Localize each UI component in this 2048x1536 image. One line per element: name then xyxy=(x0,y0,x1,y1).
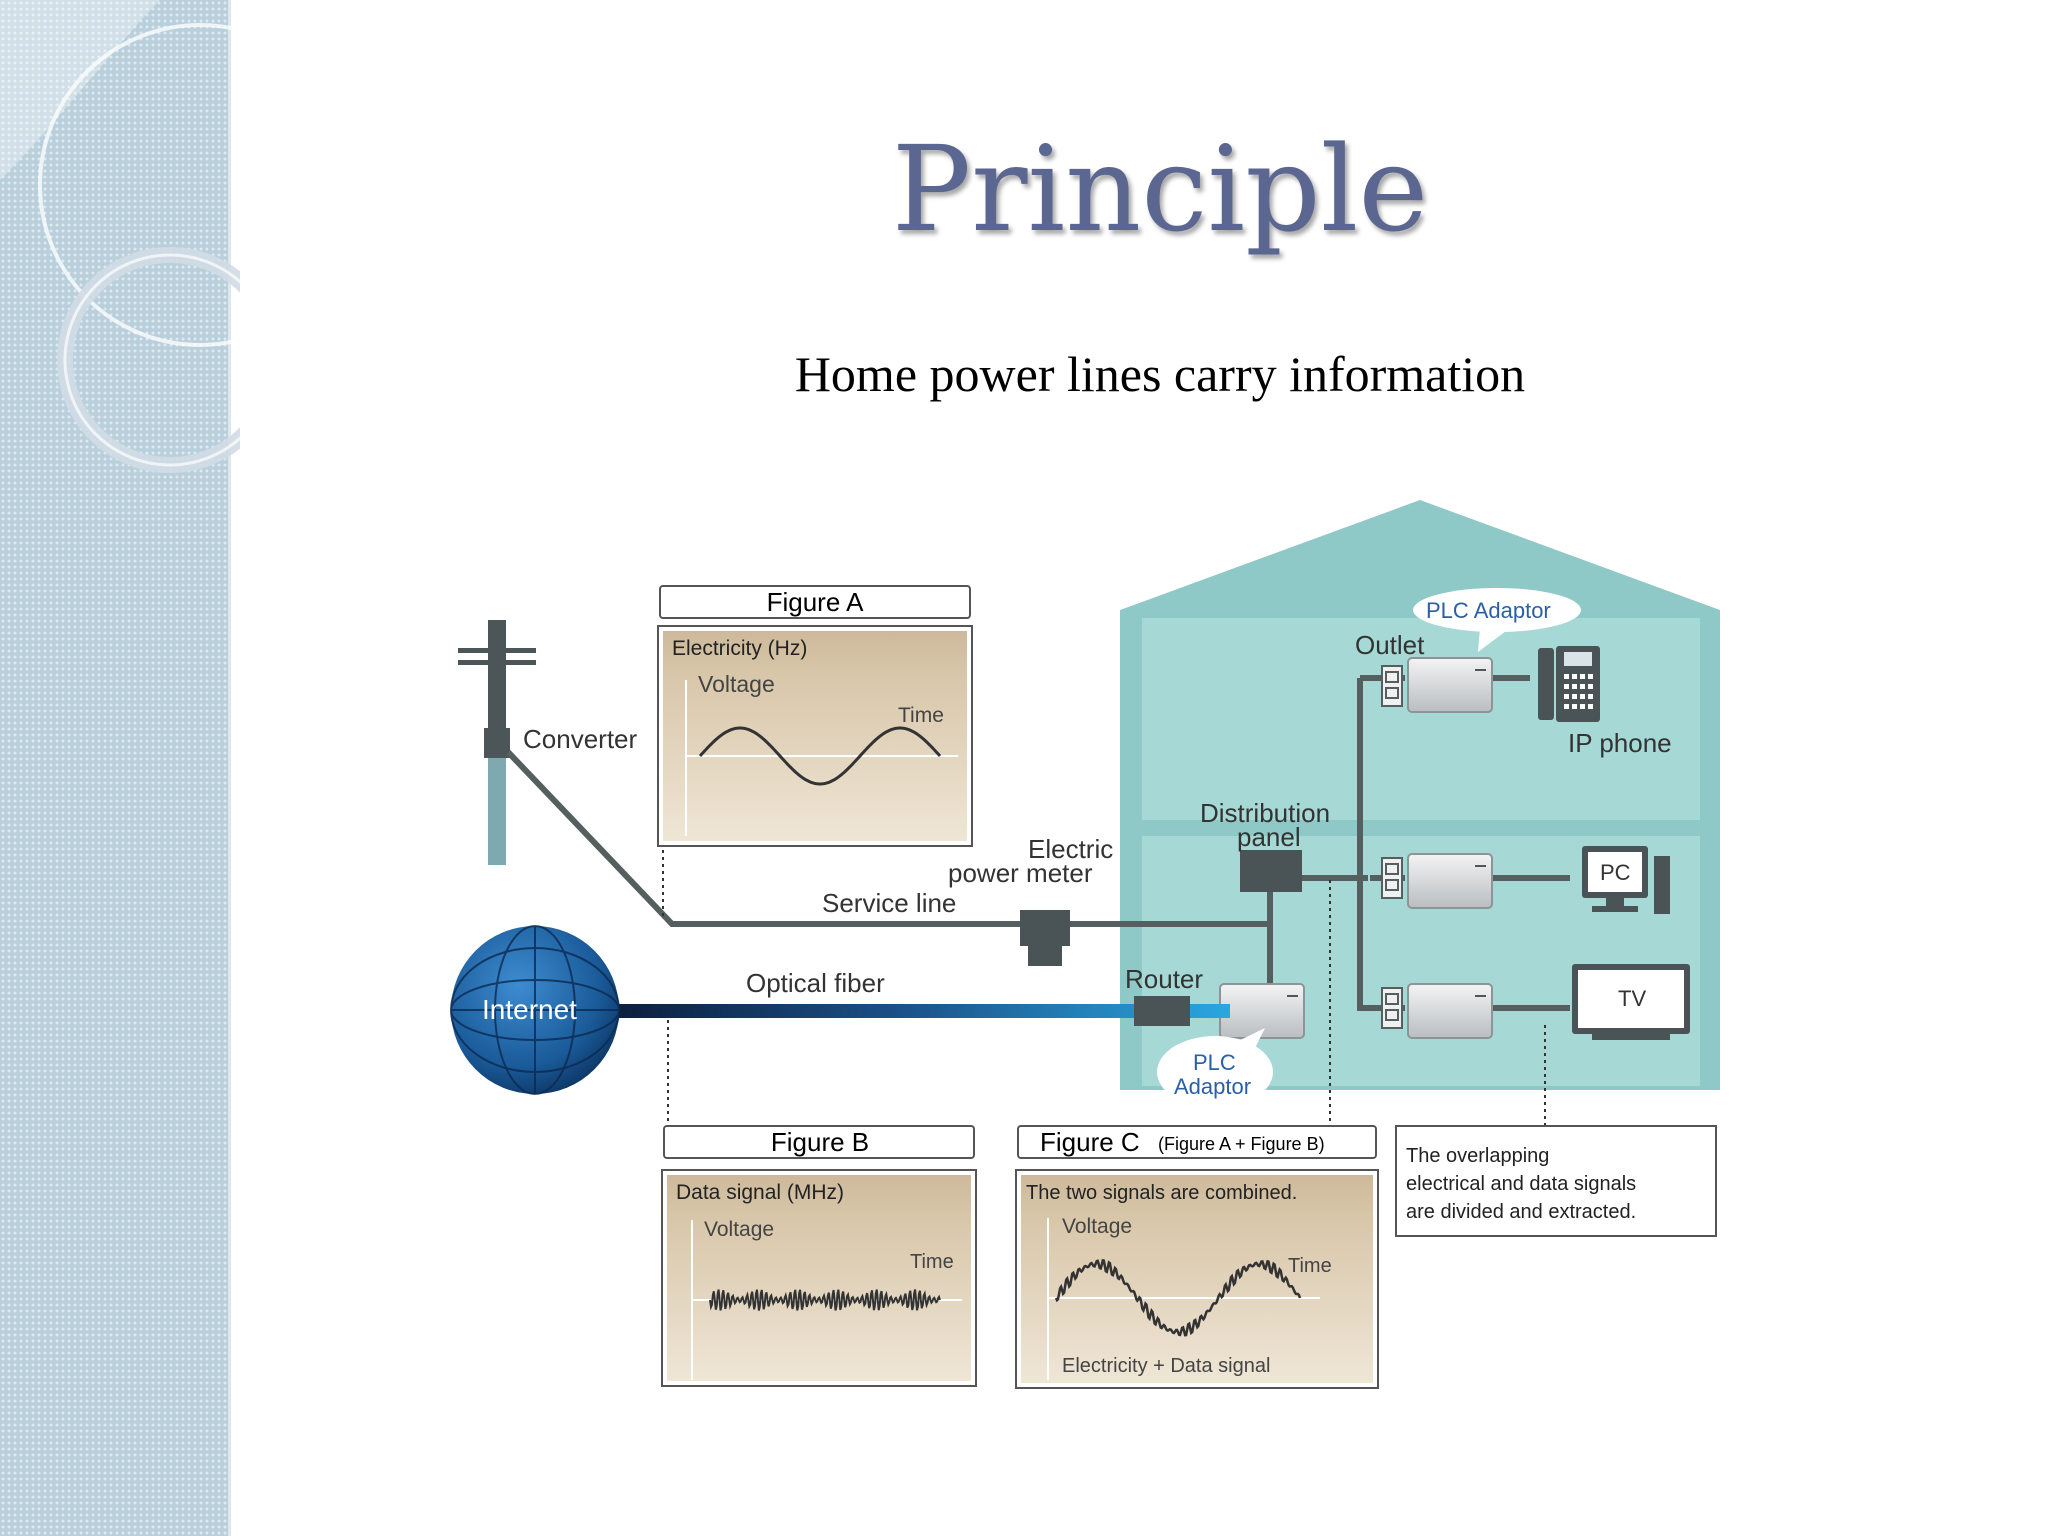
converter-box xyxy=(484,728,510,758)
figure-c-footer: Electricity + Data signal xyxy=(1062,1355,1270,1377)
label-internet: Internet xyxy=(482,994,577,1025)
label-electric-meter-line1: Electric xyxy=(1028,834,1113,864)
distribution-panel xyxy=(1240,850,1302,892)
ip-phone-icon xyxy=(1538,646,1600,722)
figure-a-x-label: Time xyxy=(898,704,944,727)
plc-adaptor-icon xyxy=(1407,853,1493,909)
note-line-3: are divided and extracted. xyxy=(1406,1201,1636,1223)
optical-fiber xyxy=(612,1004,1230,1018)
label-electric-meter-line2: power meter xyxy=(948,858,1093,888)
label-distribution-panel-line2: panel xyxy=(1237,822,1301,852)
figure-a-y-label: Voltage xyxy=(698,671,775,697)
dotted-connectors xyxy=(662,850,1546,1125)
power-meter-icon xyxy=(1020,910,1070,966)
figure-b xyxy=(661,1125,977,1387)
label-service-line: Service line xyxy=(822,888,956,918)
label-optical-fiber: Optical fiber xyxy=(746,968,885,998)
plc-adaptor-callout-bottom xyxy=(1157,1028,1273,1108)
house-upper-floor xyxy=(1142,618,1700,820)
figure-c-header-note: (Figure A + Figure B) xyxy=(1158,1134,1325,1154)
figure-c-waveform xyxy=(1054,1258,1302,1337)
outlet-icon xyxy=(1381,857,1403,899)
figure-c-header: Figure C xyxy=(1040,1127,1140,1157)
label-plc-adaptor-top: PLC Adaptor xyxy=(1426,598,1551,623)
label-distribution-panel-line1: Distribution xyxy=(1200,798,1330,828)
label-tv: TV xyxy=(1618,986,1646,1011)
plc-adaptor-icon xyxy=(1407,983,1493,1039)
decorative-rings xyxy=(0,0,240,473)
utility-pole-icon xyxy=(458,620,536,865)
label-pc: PC xyxy=(1600,860,1631,885)
note-box xyxy=(1395,1125,1717,1237)
figure-a xyxy=(657,585,973,847)
label-plc-adaptor-bottom-line1: PLC xyxy=(1193,1050,1236,1075)
label-ip-phone: IP phone xyxy=(1568,728,1672,758)
figure-c xyxy=(1015,1125,1379,1389)
label-router: Router xyxy=(1125,964,1203,994)
figure-a-waveform xyxy=(698,726,942,786)
figure-c-y-label: Voltage xyxy=(1062,1215,1132,1238)
plc-adaptor-callout-top xyxy=(1413,588,1581,652)
figure-a-header: Figure A xyxy=(767,587,864,617)
label-converter: Converter xyxy=(523,724,637,754)
globe-icon xyxy=(450,925,620,1095)
router-icon xyxy=(1134,996,1190,1026)
figure-b-x-label: Time xyxy=(910,1251,954,1273)
label-plc-adaptor-bottom-line2: Adaptor xyxy=(1174,1074,1251,1099)
plc-diagram: Converter Electric power meter Service l… xyxy=(450,500,1720,1389)
slide-title: Principle xyxy=(891,120,1429,258)
sidebar-edge xyxy=(228,0,231,1536)
plc-adaptor-icon xyxy=(1407,657,1493,713)
figure-c-caption: The two signals are combined. xyxy=(1026,1182,1297,1204)
figure-a-caption: Electricity (Hz) xyxy=(672,637,807,660)
outlet-icon xyxy=(1381,987,1403,1029)
figure-b-y-label: Voltage xyxy=(704,1218,774,1241)
slide-subtitle: Home power lines carry information xyxy=(794,346,1526,402)
outlet-icon xyxy=(1381,665,1403,707)
note-line-2: electrical and data signals xyxy=(1406,1173,1636,1195)
figure-c-x-label: Time xyxy=(1288,1255,1332,1277)
figure-b-header: Figure B xyxy=(771,1127,869,1157)
figure-b-waveform xyxy=(709,1289,941,1311)
tv-icon xyxy=(1572,964,1690,1040)
note-line-1: The overlapping xyxy=(1406,1145,1549,1167)
pc-icon xyxy=(1582,846,1670,914)
label-outlet: Outlet xyxy=(1355,630,1425,660)
figure-b-caption: Data signal (MHz) xyxy=(676,1181,844,1204)
service-line xyxy=(505,749,1273,927)
